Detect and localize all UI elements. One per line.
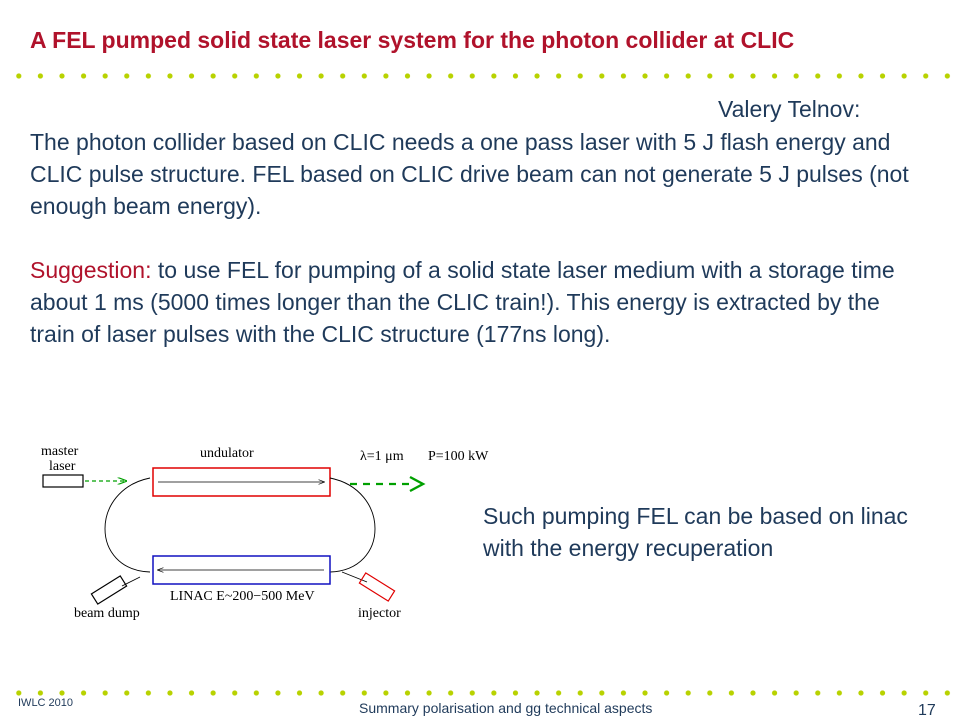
linac-box [152,555,331,585]
fel-diagram: master laser undulator λ=1 μm P=100 kW L… [41,444,489,621]
suggestion-text: to use FEL for pumping of a solid state … [30,257,895,347]
slide-title: A FEL pumped solid state laser system fo… [30,27,795,53]
left-return-arc [104,477,151,573]
footer-event: IWLC 2010 [18,697,74,709]
footer-subject: Summary polarisation and gg technical as… [359,700,653,716]
suggestion-paragraph: Suggestion: to use FEL for pumping of a … [30,254,930,350]
linac-label: LINAC E~200−500 MeV [170,589,315,604]
beam-dump-box [90,575,128,605]
injector-label: injector [358,606,401,621]
fel-output-arrowhead [409,475,426,493]
wavelength-label: λ=1 μm [360,449,404,464]
intro-paragraph: The photon collider based on CLIC needs … [30,129,909,219]
beam-dump-line [121,576,141,587]
injector-box [358,572,396,602]
master-laser-label-line2: laser [49,459,76,474]
power-label: P=100 kW [428,449,489,464]
top-dotted-divider [8,73,954,79]
right-return-arc [329,477,376,573]
undulator-box [152,467,331,497]
pumping-fel-note: Such pumping FEL can be based on linac w… [483,503,908,561]
page-number: 17 [918,702,936,719]
master-laser-label-line1: master [41,444,79,459]
suggestion-label: Suggestion: [30,257,152,283]
master-laser-box [42,474,84,488]
undulator-label: undulator [200,446,254,461]
injector-line [341,571,368,583]
beam-dump-label: beam dump [74,606,140,621]
author-name: Valery Telnov: [718,96,861,122]
bottom-dotted-divider [8,690,954,696]
